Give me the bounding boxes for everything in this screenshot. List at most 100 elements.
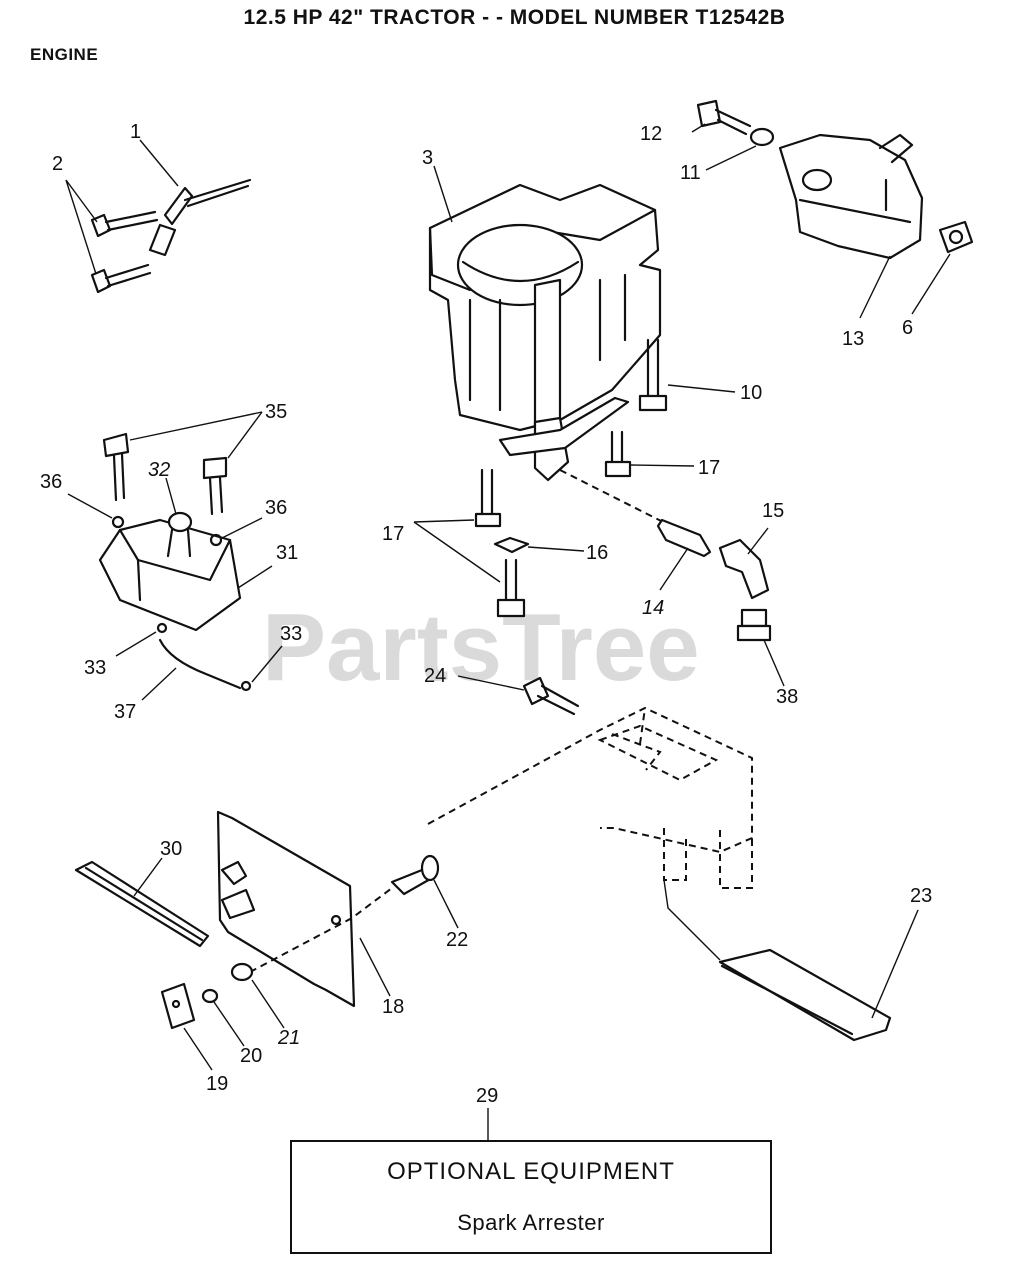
optional-equipment-item: Spark Arrester <box>457 1210 605 1235</box>
leader-31 <box>237 565 273 589</box>
callout-29: 29 <box>476 1085 498 1107</box>
leader-17-left <box>413 519 501 583</box>
bolt-part-upper <box>90 210 159 238</box>
page-title: 12.5 HP 42" TRACTOR - - MODEL NUMBER T12… <box>243 6 786 29</box>
gasket-part-6 <box>938 220 974 254</box>
callout-3: 3 <box>422 147 433 169</box>
callout-18: 18 <box>382 996 404 1018</box>
callout-36-left: 36 <box>40 471 62 493</box>
leader-38 <box>763 639 785 687</box>
watermark-text: PartsTree <box>262 594 700 701</box>
washer-part-16 <box>493 536 530 554</box>
callout-38: 38 <box>776 686 798 708</box>
callout-16: 16 <box>586 542 608 564</box>
optional-equipment-box: OPTIONAL EQUIPMENT Spark Arrester <box>290 1140 772 1254</box>
engine-bolt-part-10 <box>638 338 668 412</box>
callout-14: 14 <box>642 597 664 619</box>
callout-6: 6 <box>902 317 913 339</box>
engine-bolt-part-17-left <box>474 468 502 528</box>
leader-11 <box>705 145 757 171</box>
callout-35: 35 <box>265 401 287 423</box>
callout-1: 1 <box>130 121 141 143</box>
leader-6 <box>911 253 951 315</box>
leader-35 <box>129 411 263 459</box>
leader-3 <box>433 165 453 223</box>
callout-20: 20 <box>240 1045 262 1067</box>
panel-part-18 <box>216 810 356 1008</box>
washer-part-36-right <box>209 533 223 547</box>
leader-36-left <box>67 493 113 519</box>
section-label: ENGINE <box>30 45 99 64</box>
fuel-tank-part-31 <box>98 518 242 632</box>
callout-24: 24 <box>424 665 446 687</box>
leader-36-right <box>221 517 263 539</box>
strip-part-30 <box>74 860 210 948</box>
leader-19 <box>183 1027 213 1071</box>
engine-bolt-part-17-lower <box>496 558 526 618</box>
callout-10: 10 <box>740 382 762 404</box>
leader-12 <box>691 123 706 133</box>
washer-part-36-left <box>111 515 125 529</box>
clip-part-19 <box>160 982 196 1030</box>
lock-washer-part-11 <box>749 127 775 147</box>
callout-22: 22 <box>446 929 468 951</box>
leader-14 <box>659 547 689 591</box>
callout-12: 12 <box>640 123 662 145</box>
chassis-frame <box>427 706 753 889</box>
bolt-part-35-left <box>102 432 130 502</box>
leader-24 <box>457 675 525 691</box>
leader-18 <box>359 937 391 997</box>
fuel-cap-part-32 <box>166 511 193 558</box>
muffler-part-13 <box>778 133 924 260</box>
leader-32 <box>165 477 177 515</box>
callout-21: 21 <box>277 1027 300 1049</box>
callout-17-left: 17 <box>382 523 404 545</box>
bolt-part-12 <box>696 99 752 136</box>
clamp-part-33-right <box>240 680 252 692</box>
callout-17-right: 17 <box>698 457 720 479</box>
callout-15: 15 <box>762 500 784 522</box>
callout-32: 32 <box>148 459 170 481</box>
leader-16 <box>527 546 585 552</box>
callout-33-left: 33 <box>84 657 106 679</box>
leader-13 <box>859 255 891 319</box>
callout-30: 30 <box>160 838 182 860</box>
exhaust-cap-part-38 <box>736 608 772 642</box>
callout-33-right: 33 <box>280 623 302 645</box>
leader-23 <box>871 909 919 1019</box>
leader-33-right <box>251 645 283 683</box>
nut-part-20 <box>201 988 219 1004</box>
leader-15 <box>747 527 769 555</box>
callout-19: 19 <box>206 1073 228 1095</box>
callout-36-right: 36 <box>265 497 287 519</box>
throttle-bracket-part <box>148 178 252 257</box>
leader-23-link <box>663 879 721 961</box>
leader-21 <box>251 979 285 1029</box>
leader-33-left <box>115 631 157 657</box>
engine-bolt-part-17-right <box>604 430 632 478</box>
leader-1 <box>139 139 179 187</box>
callout-11: 11 <box>680 162 701 184</box>
heat-shield-part-23 <box>718 948 892 1042</box>
exhaust-pipe-part-14 <box>656 518 712 558</box>
exhaust-elbow-part-15 <box>718 538 770 600</box>
callout-23: 23 <box>910 885 932 907</box>
leader-17-right <box>629 464 695 467</box>
callout-13: 13 <box>842 328 864 350</box>
callout-37: 37 <box>114 701 136 723</box>
clamp-part-33-left <box>156 622 168 634</box>
bolt-part-35-right <box>202 456 228 516</box>
pin-alignment-line <box>249 887 393 973</box>
leader-2 <box>65 179 98 275</box>
leader-20 <box>213 1001 245 1047</box>
callout-2: 2 <box>52 153 63 175</box>
exhaust-path <box>559 469 676 529</box>
leader-22 <box>433 879 459 929</box>
pin-part-22 <box>390 854 440 896</box>
grommet-part-21 <box>230 962 254 982</box>
bolt-part-24 <box>522 676 580 716</box>
engine-part <box>428 183 662 482</box>
callout-31: 31 <box>276 542 298 564</box>
bolt-part-lower <box>90 263 152 294</box>
